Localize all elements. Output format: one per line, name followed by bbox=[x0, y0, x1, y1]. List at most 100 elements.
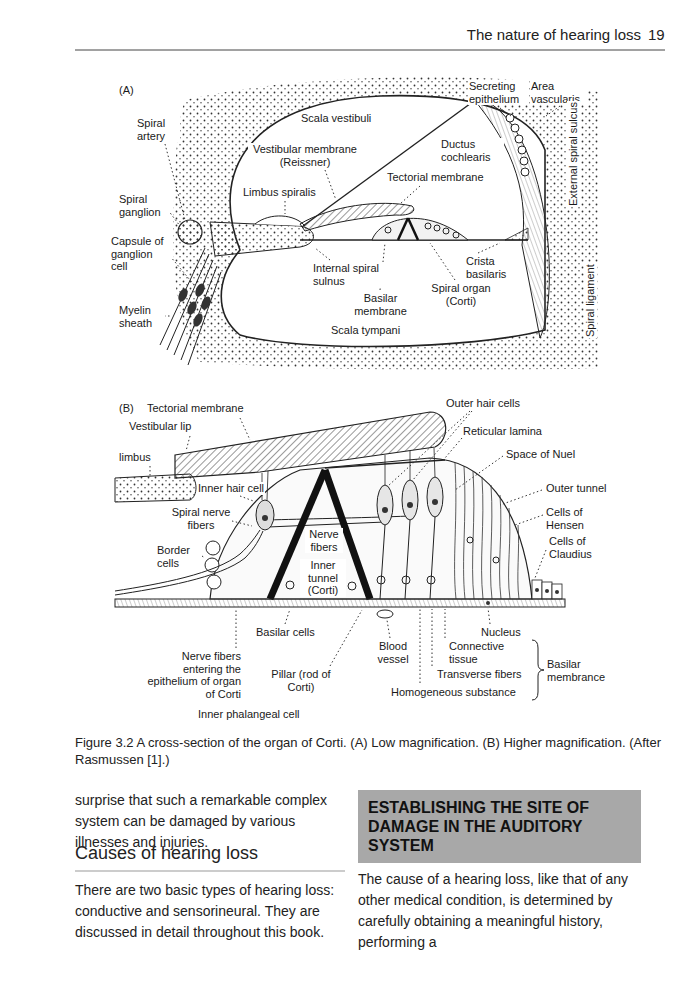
section-heading: Causes of hearing loss bbox=[75, 842, 258, 864]
leader-lines-b bbox=[420, 609, 421, 683]
cochlea-section-a bbox=[221, 96, 545, 347]
cochlea-section-a bbox=[178, 220, 202, 244]
organ-of-corti-b bbox=[434, 448, 435, 477]
leader-lines-a bbox=[285, 201, 286, 214]
leader-lines-b bbox=[330, 610, 362, 666]
organ-of-corti-b bbox=[430, 517, 435, 599]
part-label: Capsule of ganglion cell bbox=[110, 235, 172, 273]
part-label: Internal spiral sulnus bbox=[312, 262, 384, 287]
part-label: Inner hair cell bbox=[197, 482, 265, 495]
cochlea-section-a bbox=[188, 272, 221, 365]
organ-of-corti-b bbox=[552, 584, 562, 599]
part-label: Secreting epithelium bbox=[468, 80, 528, 105]
organ-of-corti-b bbox=[382, 507, 388, 513]
organ-of-corti-b bbox=[432, 499, 438, 505]
organ-of-corti-b bbox=[532, 640, 544, 700]
organ-of-corti-b bbox=[402, 576, 410, 584]
leader-lines-a bbox=[546, 106, 560, 116]
cochlea-section-a bbox=[160, 77, 598, 370]
cochlea-section-a bbox=[408, 218, 418, 240]
leader-lines-b bbox=[535, 550, 546, 578]
organ-of-corti-b bbox=[518, 525, 519, 599]
part-label: Vestibular lip bbox=[128, 420, 192, 433]
organ-of-corti-b bbox=[427, 477, 443, 517]
organ-of-corti-b bbox=[427, 576, 435, 584]
organ-of-corti-b bbox=[473, 471, 474, 599]
cochlea-section-a bbox=[300, 203, 414, 231]
cochlea-section-a bbox=[511, 124, 519, 132]
heading-text: ESTABLISHING THE SITE OF DAMAGE IN THE A… bbox=[368, 798, 631, 855]
part-label: Basilar cells bbox=[255, 626, 316, 639]
cochlea-section-a bbox=[255, 216, 305, 226]
leader-lines-a bbox=[500, 108, 511, 116]
organ-of-corti-b bbox=[535, 588, 539, 592]
leader-lines-a bbox=[325, 170, 336, 200]
cochlea-section-a bbox=[518, 146, 526, 154]
organ-of-corti-b bbox=[385, 455, 386, 485]
leader-lines-b bbox=[387, 620, 390, 638]
panel-letter: (B) bbox=[118, 402, 135, 415]
part-label: Nerve fibers bbox=[305, 528, 343, 553]
part-label: Crista basilaris bbox=[465, 255, 517, 280]
organ-of-corti-b bbox=[482, 477, 483, 599]
leader-lines-a bbox=[400, 186, 420, 204]
organ-of-corti-b bbox=[545, 589, 549, 593]
part-label: Transverse fibers bbox=[436, 668, 523, 681]
leader-lines-b bbox=[202, 556, 205, 558]
organ-of-corti-b bbox=[509, 508, 510, 599]
leader-lines-b bbox=[285, 609, 290, 624]
organ-of-corti-b bbox=[500, 495, 501, 599]
cochlea-section-a bbox=[505, 228, 528, 240]
organ-of-corti-b bbox=[115, 530, 260, 591]
leader-lines-b bbox=[412, 411, 472, 481]
organ-of-corti-b bbox=[115, 412, 565, 700]
cochlea-section-a bbox=[434, 225, 440, 231]
organ-of-corti-b bbox=[267, 471, 268, 500]
leader-lines-a bbox=[170, 256, 195, 286]
organ-of-corti-b bbox=[402, 480, 418, 520]
leader-lines-b bbox=[445, 609, 446, 638]
leader-lines-b bbox=[432, 609, 433, 666]
organ-of-corti-b bbox=[286, 581, 294, 589]
organ-of-corti-b bbox=[268, 522, 385, 527]
cochlea-section-a bbox=[425, 223, 431, 229]
part-label: Nucleus bbox=[480, 626, 522, 639]
cochlea-section-a bbox=[453, 232, 459, 238]
cochlea-section-a bbox=[173, 77, 598, 370]
leader-lines-a bbox=[164, 106, 560, 316]
organ-of-corti-b bbox=[532, 580, 542, 599]
part-label: Cells of Claudius bbox=[548, 535, 605, 560]
part-label: Inner tunnel (Corti) bbox=[300, 559, 346, 597]
cochlea-section-a bbox=[515, 135, 523, 143]
running-head: The nature of hearing loss bbox=[421, 26, 641, 44]
organ-of-corti-b bbox=[377, 576, 385, 584]
part-label: Vestibular membrane (Reissner) bbox=[248, 143, 362, 168]
organ-of-corti-b bbox=[115, 599, 565, 607]
part-label: Inner phalangeal cell bbox=[197, 708, 301, 721]
part-label: Spiral ligament bbox=[584, 263, 597, 338]
organ-of-corti-b bbox=[115, 474, 196, 502]
organ-of-corti-b bbox=[464, 466, 465, 599]
part-label: Tectorial membrane bbox=[146, 402, 245, 415]
leader-lines-b bbox=[488, 608, 490, 624]
part-label: Nerve fibers entering the epithelium of … bbox=[140, 650, 242, 700]
organ-of-corti-b bbox=[262, 515, 268, 521]
organ-of-corti-b bbox=[493, 557, 499, 563]
organ-of-corti-b bbox=[206, 541, 220, 555]
part-label: Myelin sheath bbox=[118, 304, 165, 329]
leader-lines-b bbox=[388, 411, 470, 486]
part-label: Outer hair cells bbox=[445, 397, 521, 410]
organ-of-corti-b bbox=[542, 582, 552, 599]
cochlea-section-a bbox=[193, 282, 206, 298]
part-label: Ductus cochlearis bbox=[440, 138, 504, 163]
organ-of-corti-b bbox=[455, 463, 456, 599]
cochlea-section-a bbox=[443, 228, 449, 234]
part-label: Pillar (rod of Corti) bbox=[262, 668, 340, 693]
heading-box: ESTABLISHING THE SITE OF DAMAGE IN THE A… bbox=[358, 790, 641, 863]
organ-of-corti-b bbox=[377, 610, 393, 618]
part-label: Space of Nuel bbox=[505, 448, 576, 461]
figure-caption: Figure 3.2 A cross-section of the organ … bbox=[75, 734, 665, 768]
cochlea-section-a bbox=[520, 157, 528, 165]
part-label: Outer tunnel bbox=[545, 482, 608, 495]
